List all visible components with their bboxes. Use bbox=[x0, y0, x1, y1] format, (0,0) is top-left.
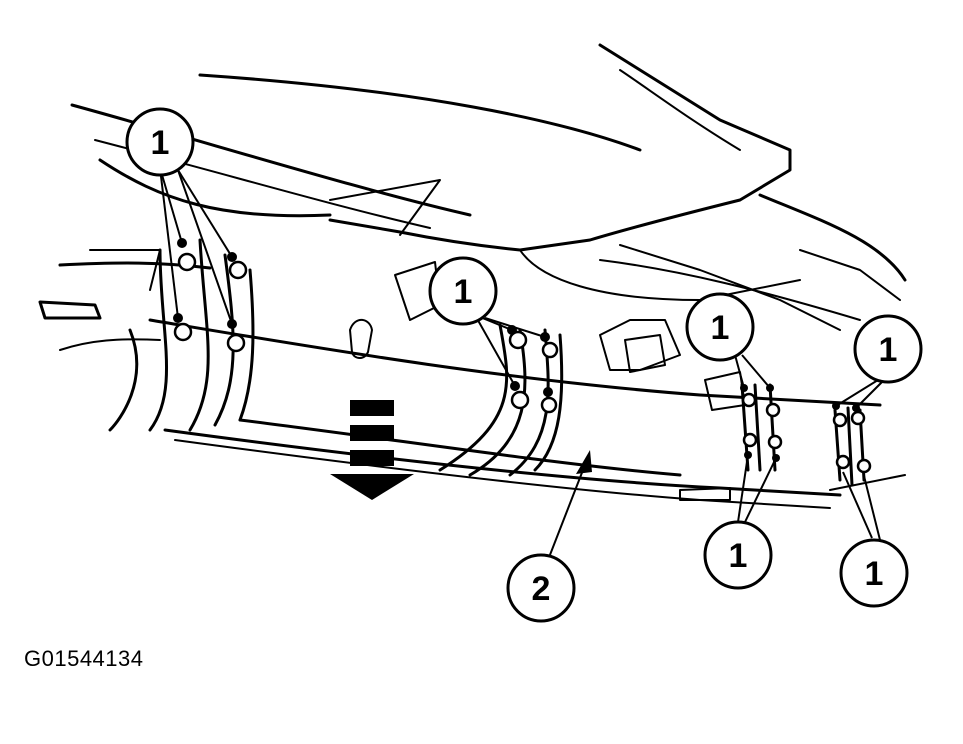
callout-1e: 1 bbox=[703, 520, 773, 590]
bolt-icon bbox=[767, 434, 783, 450]
callout-label: 1 bbox=[865, 555, 884, 593]
bolt-icon bbox=[228, 260, 248, 280]
bolt-icon bbox=[835, 454, 851, 470]
down-arrow-icon bbox=[330, 400, 414, 500]
bolt-icon bbox=[765, 402, 781, 418]
bolt-icon bbox=[742, 432, 758, 448]
arrow-head-icon bbox=[576, 450, 592, 474]
hanger-bracket-right-b bbox=[832, 402, 872, 487]
hanger-bracket-right-a bbox=[740, 383, 783, 472]
bolt-icon bbox=[510, 390, 530, 410]
bolt-icon bbox=[173, 322, 193, 342]
figure-id: G01544134 bbox=[24, 646, 144, 671]
hanger-bracket-left bbox=[148, 238, 255, 432]
bolt-icon bbox=[832, 412, 848, 428]
bolt-icon bbox=[850, 410, 866, 426]
callout-1c: 1 bbox=[685, 292, 755, 362]
bolt-icon bbox=[856, 458, 872, 474]
hanger-bracket-center bbox=[438, 323, 564, 477]
callout-1d: 1 bbox=[853, 314, 923, 384]
callout-2: 2 bbox=[506, 553, 576, 623]
nut-icon bbox=[543, 387, 553, 397]
leader-lines bbox=[159, 167, 883, 561]
callout-1a: 1 bbox=[125, 107, 195, 177]
callout-1f: 1 bbox=[839, 538, 909, 608]
callout-label: 1 bbox=[879, 331, 898, 369]
callout-1b: 1 bbox=[428, 256, 498, 326]
callout-label: 1 bbox=[454, 273, 473, 311]
bolt-icon bbox=[177, 252, 197, 272]
bolt-icon bbox=[226, 333, 246, 353]
callout-label: 2 bbox=[532, 570, 551, 608]
bolt-icon bbox=[540, 396, 558, 414]
bolt-icon bbox=[541, 341, 559, 359]
callout-label: 1 bbox=[711, 309, 730, 347]
bolt-icon bbox=[741, 392, 757, 408]
callout-label: 1 bbox=[729, 537, 748, 575]
bolt-icon bbox=[508, 330, 528, 350]
callout-label: 1 bbox=[151, 124, 170, 162]
